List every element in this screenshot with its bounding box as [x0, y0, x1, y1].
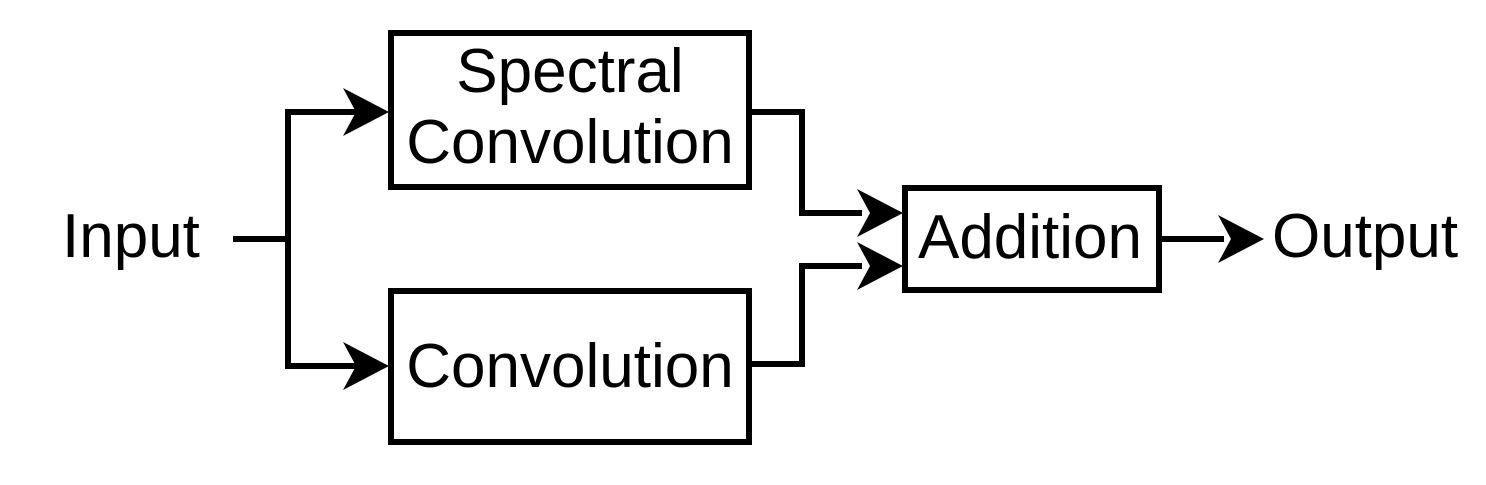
arrowhead-icon — [857, 189, 903, 237]
arrowhead-icon — [1218, 215, 1264, 263]
addition-box — [902, 185, 1162, 293]
arrowhead-icon — [343, 88, 389, 136]
node-convolution: Convolution — [388, 288, 752, 445]
edge-input-branch — [233, 88, 389, 390]
convolution-label: Convolution — [406, 332, 733, 401]
convolution-box — [388, 288, 752, 445]
edge-spectral-to-addition — [749, 109, 903, 237]
output-label: Output — [1272, 202, 1458, 271]
edge-convolution-to-addition-line — [749, 263, 862, 367]
node-spectral-convolution: Spectral Convolution — [388, 30, 752, 190]
edge-spectral-to-addition-line — [749, 109, 862, 216]
input-label: Input — [62, 202, 200, 271]
arrowhead-icon — [343, 342, 389, 390]
spectral-convolution-label-line2: Convolution — [406, 108, 733, 177]
addition-label: Addition — [918, 203, 1142, 272]
spectral-convolution-label-line1: Spectral — [456, 37, 683, 106]
arrowhead-icon — [857, 242, 903, 290]
node-addition: Addition — [902, 185, 1162, 293]
edge-addition-to-output — [1159, 215, 1264, 263]
spectral-convolution-box — [388, 30, 752, 190]
edge-convolution-to-addition — [749, 242, 903, 367]
